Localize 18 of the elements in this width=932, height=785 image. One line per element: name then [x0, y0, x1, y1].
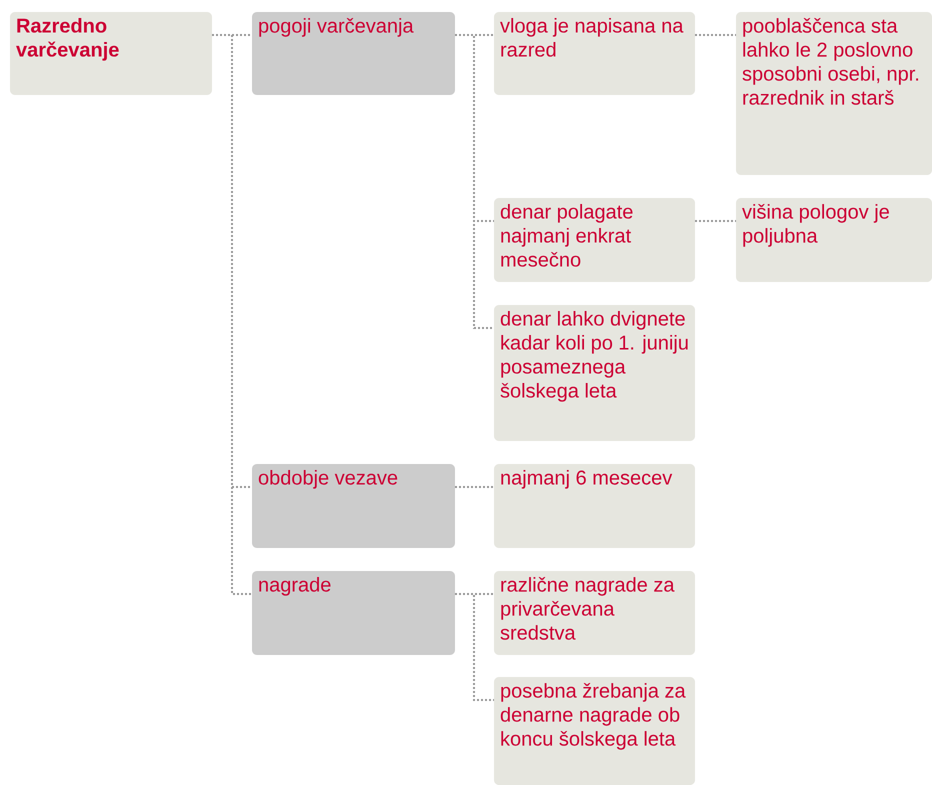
connector-line	[455, 593, 494, 701]
detail-box: višina pologov je poljubna	[736, 198, 932, 282]
connector-line	[455, 486, 494, 488]
detail-box: vloga je napisana na razred	[494, 12, 695, 95]
category-box: nagrade	[252, 571, 455, 655]
detail-box: denar lahko dvignete kadar koli po 1. juniju posameznega šolskega leta	[494, 305, 695, 441]
detail-box: pooblaščenca sta lahko le 2 poslovno sposobni osebi, npr. razrednik in starš	[736, 12, 932, 175]
connector-line	[455, 34, 494, 329]
category-box: obdobje vezave	[252, 464, 455, 548]
detail-box: posebna žrebanja za denarne nagrade ob koncu šolskega leta	[494, 677, 695, 785]
category-box: pogoji varčevanja	[252, 12, 455, 95]
connector-line	[695, 34, 736, 36]
detail-box: najmanj 6 mesecev	[494, 464, 695, 548]
title-box: Razredno varčevanje	[10, 12, 212, 95]
detail-box: različne nagrade za privarčevana sredstva	[494, 571, 695, 655]
connector-line	[695, 220, 736, 222]
detail-box: denar polagate najmanj enkrat mesečno	[494, 198, 695, 282]
connector-line	[212, 34, 252, 595]
